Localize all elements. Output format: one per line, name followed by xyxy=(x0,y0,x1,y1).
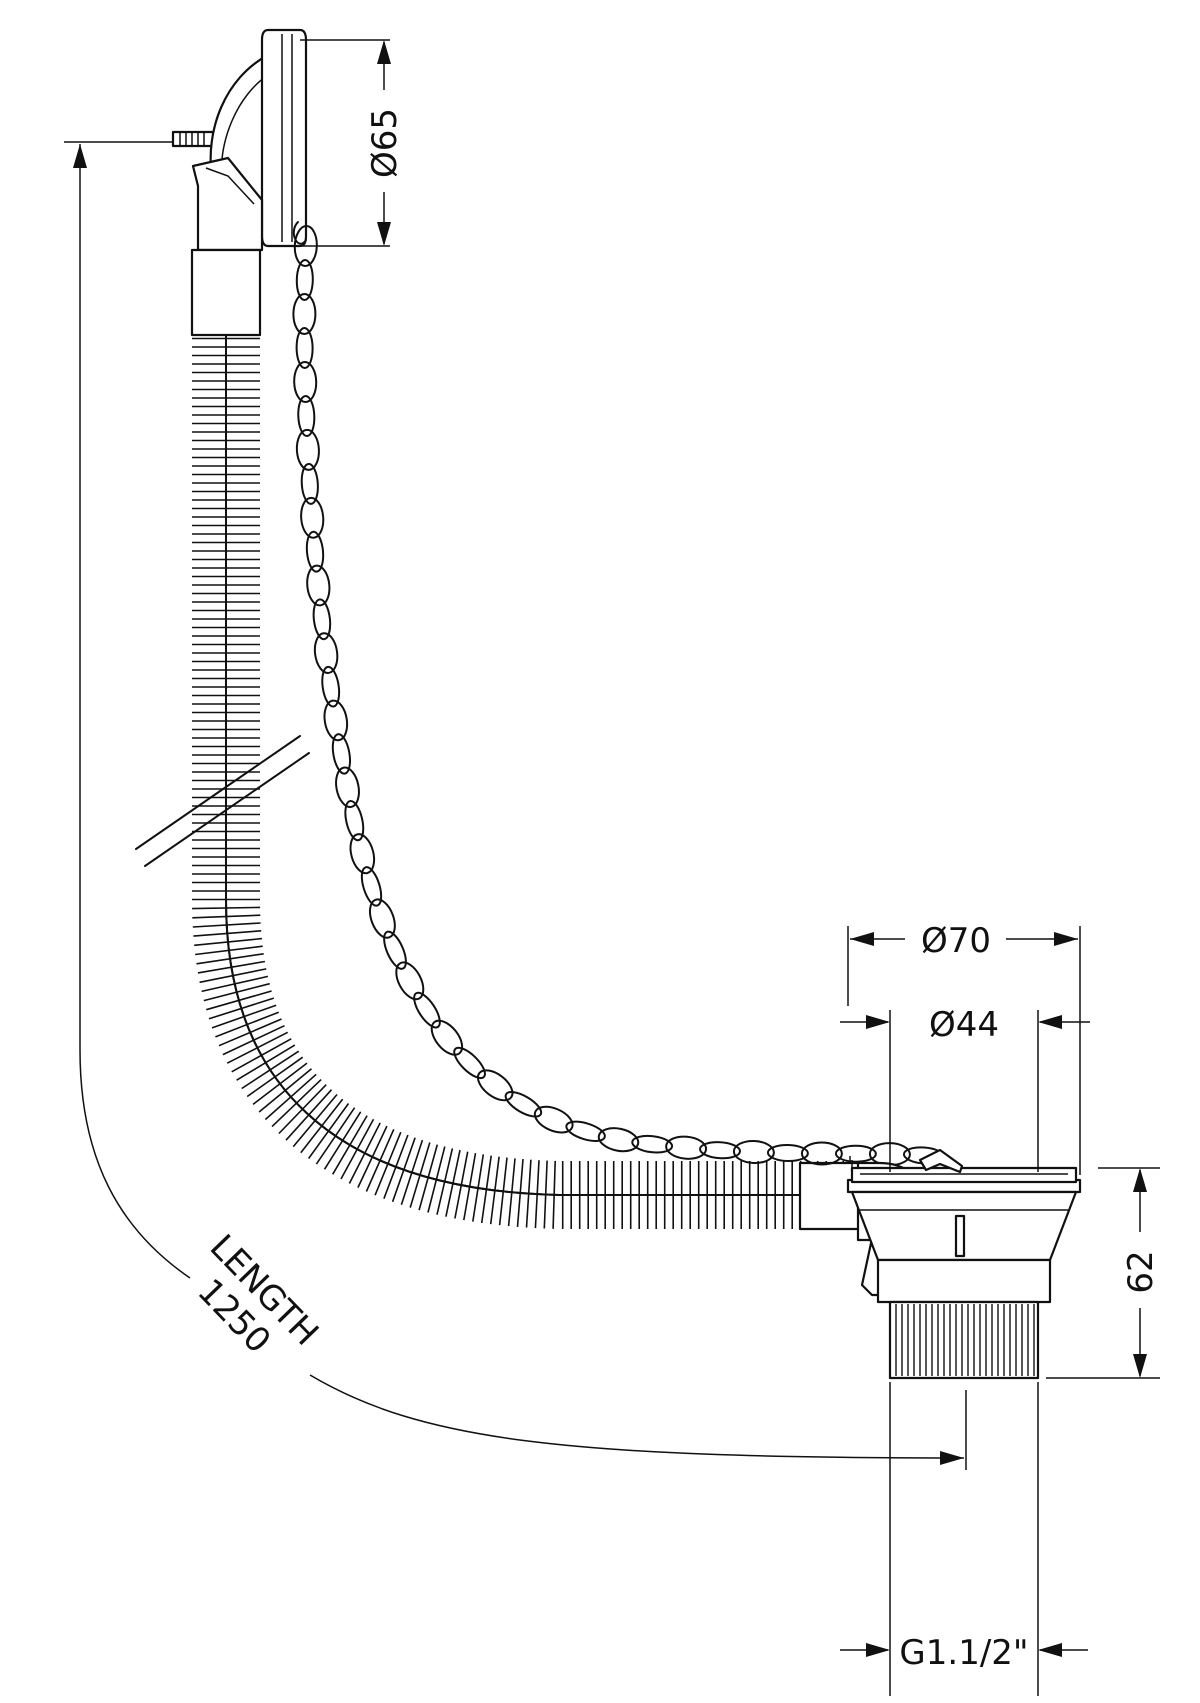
outer-diameter-label: Ø70 xyxy=(921,921,991,961)
waste-thread xyxy=(888,1300,1040,1380)
dimension-plug-diameter: Ø65 xyxy=(300,39,405,247)
corrugated-hose xyxy=(190,248,881,1231)
waste-height-label: 62 xyxy=(1121,1250,1161,1293)
dimension-outer-diameter: Ø70 xyxy=(847,921,1081,1175)
plug-chain xyxy=(292,225,945,1167)
overflow-elbow xyxy=(191,156,264,252)
plug-diameter-label: Ø65 xyxy=(365,108,405,178)
waste-cylinder xyxy=(876,1258,1052,1304)
dimension-thread: G1.1/2" xyxy=(840,1382,1088,1696)
waste-pin xyxy=(954,1214,966,1258)
thread-label: G1.1/2" xyxy=(899,1633,1028,1673)
waste-body xyxy=(846,1148,1082,1380)
break-lines xyxy=(135,735,310,867)
dimension-waste-height: 62 xyxy=(1046,1167,1161,1379)
overflow-faceplate xyxy=(260,28,308,248)
waste-chain-stay xyxy=(918,1148,964,1174)
hose-upper-cuff xyxy=(190,248,262,337)
threaded-stud xyxy=(171,130,215,148)
overflow-head xyxy=(171,28,308,252)
inner-diameter-label: Ø44 xyxy=(929,1005,999,1045)
waste-flange-upper xyxy=(850,1166,1078,1184)
dimension-inner-diameter: Ø44 xyxy=(840,1005,1090,1172)
hose-ribs xyxy=(192,329,845,1229)
